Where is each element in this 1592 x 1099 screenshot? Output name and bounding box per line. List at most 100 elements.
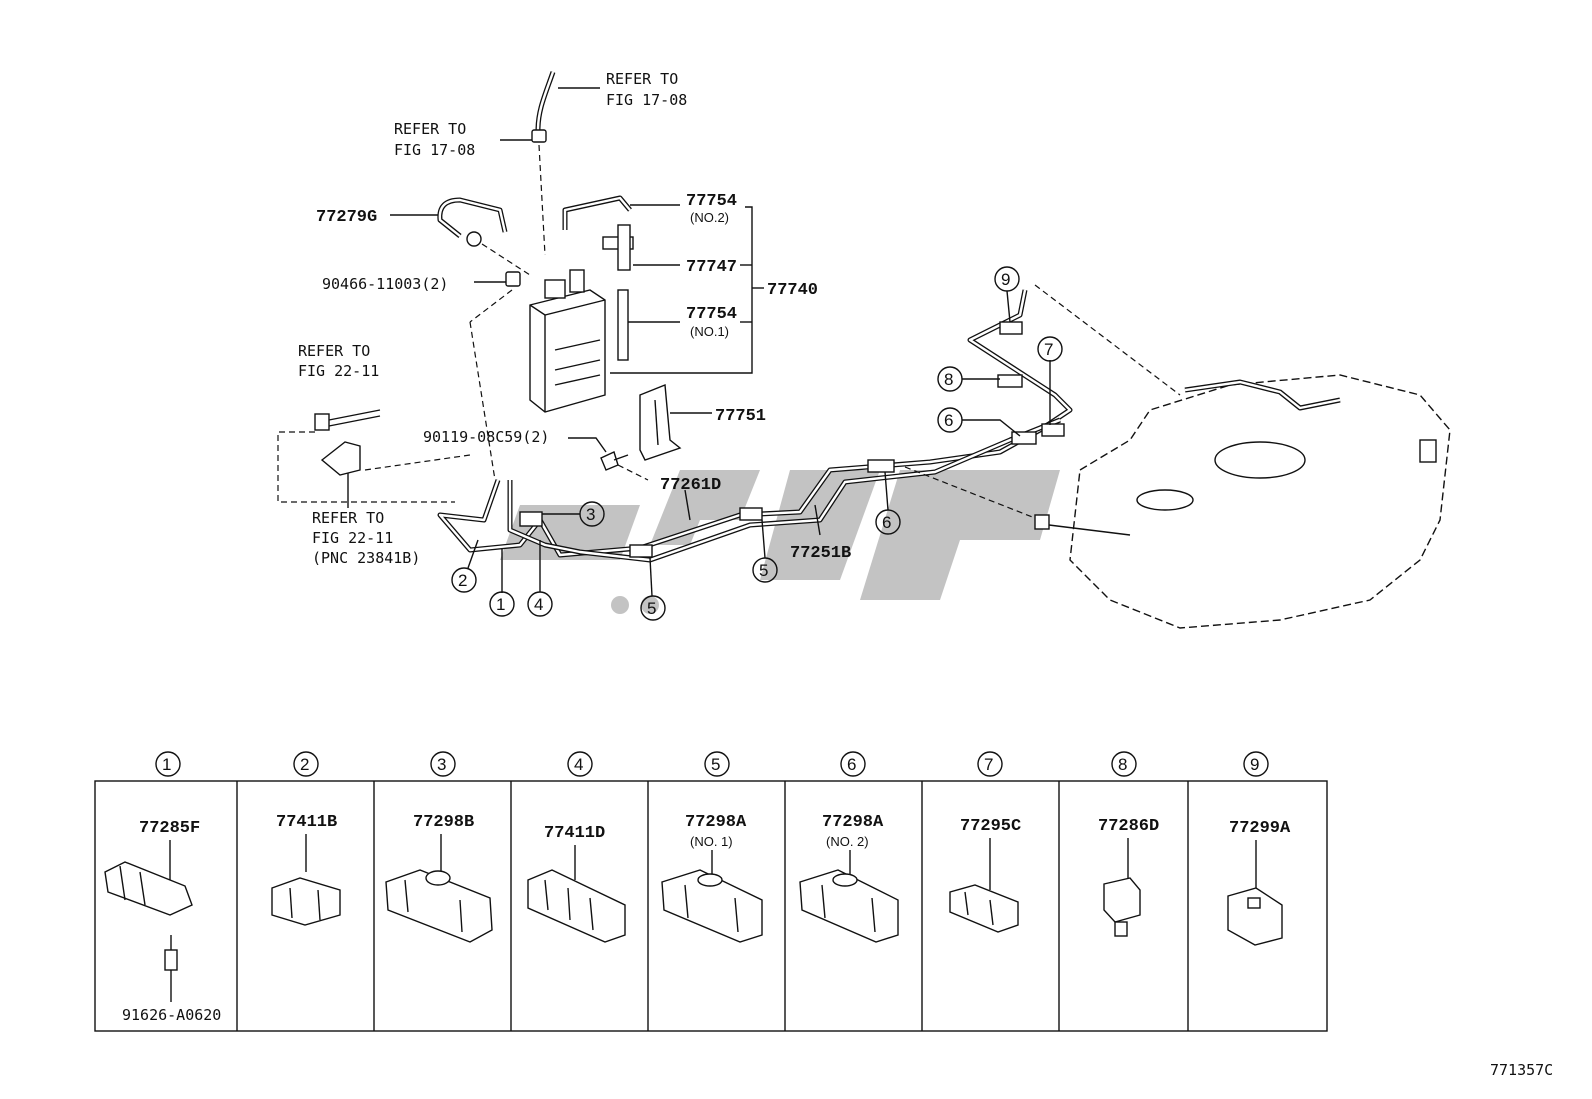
- part-77279g: 77279G: [316, 208, 377, 227]
- part-90119: 90119-08C59(2): [423, 428, 549, 446]
- table-header-3: 3: [430, 751, 456, 777]
- callout-3: 3: [542, 501, 605, 527]
- svg-text:2: 2: [458, 571, 467, 590]
- part-77261d: 77261D: [660, 476, 721, 495]
- svg-text:6: 6: [847, 755, 856, 774]
- svg-text:3: 3: [586, 505, 595, 524]
- cell-2-part: 77411B: [276, 813, 337, 832]
- callout-9: 9: [994, 266, 1020, 323]
- valve-77747: [602, 224, 680, 271]
- svg-text:9: 9: [1250, 755, 1259, 774]
- cell-1-part: 77285F: [139, 819, 200, 838]
- svg-text:8: 8: [1118, 755, 1127, 774]
- refer-c-line2: FIG 22-11: [298, 362, 379, 380]
- svg-text:8: 8: [944, 370, 953, 389]
- refer-b-line1: REFER TO: [394, 120, 466, 138]
- cell-1-extra: 91626-A0620: [122, 1006, 221, 1024]
- table-cell-3: 77298B: [385, 813, 493, 943]
- refer-d-line2: FIG 22-11: [312, 529, 393, 547]
- svg-text:3: 3: [437, 755, 446, 774]
- table-header-4: 4: [567, 751, 593, 777]
- hose-77754-no2: [562, 195, 680, 230]
- svg-text:9: 9: [1001, 270, 1010, 289]
- bracket-77751: [639, 384, 712, 461]
- table-cell-7: 77295C: [949, 817, 1021, 933]
- connector-fig22: [277, 409, 471, 508]
- callout-1: 1: [489, 548, 515, 617]
- table-cell-8: 77286D: [1098, 817, 1159, 937]
- cell-4-part: 77411D: [544, 824, 605, 843]
- upper-labels: REFER TO FIG 17-08 REFER TO FIG 17-08 77…: [298, 70, 851, 567]
- table-header-9: 9: [1243, 751, 1269, 777]
- table-cell-2: 77411B: [271, 813, 341, 926]
- hose-77279g: [390, 197, 531, 276]
- bolt-90119: [568, 437, 649, 481]
- callout-4: 4: [527, 540, 553, 617]
- svg-text:2: 2: [300, 755, 309, 774]
- charcoal-canister: [529, 269, 606, 413]
- table-cell-1: 77285F 91626-A0620: [104, 819, 221, 1024]
- sub-no2: (NO.2): [690, 210, 729, 225]
- fuel-lines: [437, 284, 1181, 563]
- svg-text:1: 1: [496, 595, 505, 614]
- svg-text:1: 1: [162, 755, 171, 774]
- refer-b-line2: FIG 17-08: [394, 141, 475, 159]
- cell-6-part: 77298A: [822, 813, 884, 832]
- callouts: 1 2 3 4 5 5 6: [451, 266, 1063, 621]
- svg-text:4: 4: [534, 595, 543, 614]
- cell-5-sub: (NO. 1): [690, 834, 733, 849]
- callout-6a: 6: [875, 471, 901, 535]
- table-cell-4: 77411D: [527, 824, 626, 943]
- callout-5a: 5: [640, 557, 666, 621]
- refer-a-line1: REFER TO: [606, 70, 678, 88]
- refer-d-line3: (PNC 23841B): [312, 549, 420, 567]
- refer-a-line2: FIG 17-08: [606, 91, 687, 109]
- table-header-2: 2: [293, 751, 319, 777]
- svg-text:5: 5: [647, 599, 656, 618]
- table-header-6: 6: [840, 751, 866, 777]
- callout-5b: 5: [752, 519, 778, 583]
- cell-3-part: 77298B: [413, 813, 474, 832]
- svg-text:5: 5: [759, 561, 768, 580]
- part-77754-no2: 77754: [686, 192, 737, 211]
- svg-text:4: 4: [574, 755, 583, 774]
- svg-text:6: 6: [882, 513, 891, 532]
- refer-d-line1: REFER TO: [312, 509, 384, 527]
- table-cell-9: 77299A: [1227, 819, 1291, 946]
- table-header-1: 1: [155, 751, 181, 777]
- table-cell-5: 77298A (NO. 1): [661, 813, 763, 943]
- part-77251b: 77251B: [790, 544, 851, 563]
- fuel-tank: [1034, 374, 1451, 629]
- svg-text:6: 6: [944, 411, 953, 430]
- table-header-7: 7: [977, 751, 1003, 777]
- callout-7: 7: [1037, 336, 1063, 425]
- cell-5-part: 77298A: [685, 813, 747, 832]
- svg-text:7: 7: [1044, 340, 1053, 359]
- sub-no1: (NO.1): [690, 324, 729, 339]
- figure-code: 771357C: [1490, 1061, 1553, 1079]
- cell-6-sub: (NO. 2): [826, 834, 869, 849]
- bracket-77740: [610, 206, 764, 374]
- callout-6b: 6: [937, 407, 1021, 437]
- part-77740: 77740: [767, 281, 818, 300]
- cell-7-part: 77295C: [960, 817, 1021, 836]
- cell-8-part: 77286D: [1098, 817, 1159, 836]
- cell-9-part: 77299A: [1229, 819, 1291, 838]
- callout-8: 8: [937, 366, 1000, 392]
- part-77747: 77747: [686, 258, 737, 277]
- table-cell-6: 77298A (NO. 2): [799, 813, 899, 943]
- svg-text:7: 7: [984, 755, 993, 774]
- hose-77754-no1: [617, 289, 680, 361]
- svg-text:5: 5: [711, 755, 720, 774]
- callout-2: 2: [451, 539, 479, 593]
- table-header-8: 8: [1111, 751, 1137, 777]
- part-90466: 90466-11003(2): [322, 275, 448, 293]
- part-77751: 77751: [715, 407, 766, 426]
- part-77754-no1: 77754: [686, 305, 737, 324]
- table-header-5: 5: [704, 751, 730, 777]
- clamp-table: 1 2 3 4 5 6 7 8 9 77285F 91626-A0620 774…: [94, 751, 1328, 1032]
- refer-c-line1: REFER TO: [298, 342, 370, 360]
- watermark-logo: [500, 470, 1060, 614]
- hose-top: [500, 71, 600, 256]
